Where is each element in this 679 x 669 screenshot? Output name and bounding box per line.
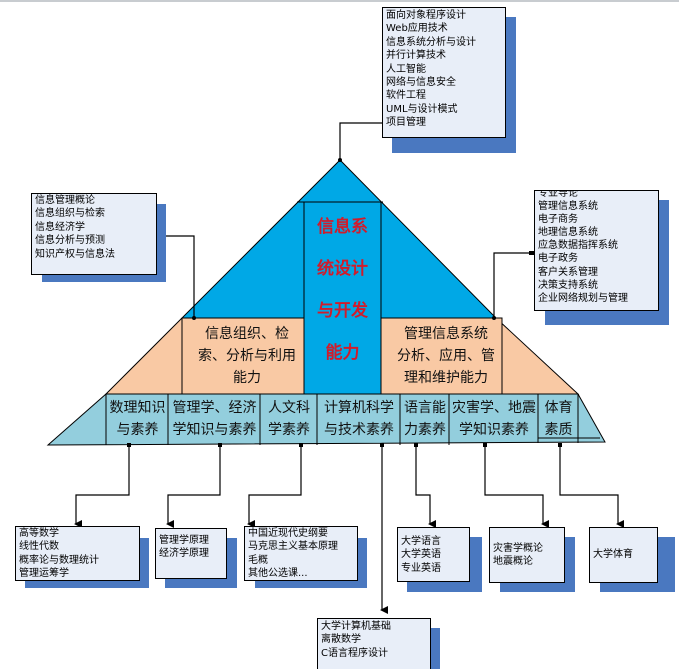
- course-box-right: 专业导论 管理信息系统 电子商务 地理信息系统 应急数据指挥系统 电子政务 客户…: [534, 190, 659, 311]
- core-line: 与开发: [317, 301, 368, 321]
- course-item: 网络与信息安全: [386, 77, 456, 89]
- connector-left: [157, 235, 195, 318]
- course-item: 大学英语: [401, 549, 441, 561]
- course-item: 并行计算技术: [386, 50, 446, 62]
- label-line: 与素养: [116, 422, 159, 438]
- course-item: 信息分析与预测: [35, 235, 105, 247]
- course-item: 企业网络规划与管理: [538, 292, 628, 304]
- base-label-language: 语言能 力素养: [401, 397, 449, 441]
- course-item: 管理运筹学: [19, 568, 69, 580]
- course-item: 信息经济学: [35, 221, 85, 233]
- label-line: 分析、应用、管: [397, 348, 495, 364]
- label-line: 理和维护能力: [404, 370, 488, 386]
- course-item: 管理学原理: [159, 535, 209, 546]
- course-item: 地震概论: [493, 556, 533, 568]
- core-title: 信息系 统设计 与开发 能力: [304, 206, 381, 374]
- connector-right: [493, 252, 531, 318]
- base-dividers: [105, 394, 600, 445]
- connector-math: [74, 445, 130, 528]
- label-line: 语言能: [404, 400, 446, 416]
- middle-label-mis: 管理信息系统 分析、应用、管 理和维护能力: [392, 323, 500, 389]
- course-item: 信息管理概论: [35, 195, 95, 206]
- label-line: 计算机科学: [324, 400, 394, 416]
- middle-box-mis: [380, 317, 503, 395]
- connector-disaster: [484, 445, 549, 528]
- core-line: 信息系: [317, 217, 368, 237]
- course-item: 高等数学: [19, 528, 59, 539]
- course-box-top: 面向对象程序设计 Web应用技术 信息系统分析与设计 并行计算技术 人工智能 网…: [382, 7, 506, 138]
- connector-top: [339, 122, 382, 160]
- label-line: 索、分析与利用: [198, 348, 296, 364]
- course-box-left: 信息管理概论 信息组织与检索 信息经济学 信息分析与预测 知识产权与信息法: [31, 193, 157, 275]
- label-line: 学知识与素养: [172, 422, 257, 438]
- core-line: 统设计: [317, 259, 368, 279]
- label-line: 灾害学、地震: [452, 400, 536, 416]
- label-line: 学知识素养: [459, 422, 529, 438]
- core-line: 能力: [325, 343, 360, 363]
- course-item: Web应用技术: [386, 23, 448, 35]
- course-item: 面向对象程序设计: [386, 10, 466, 21]
- label-line: 能力: [233, 370, 261, 386]
- connector-pe: [559, 445, 624, 528]
- top-border: [0, 0, 679, 2]
- course-item: 管理信息系统: [538, 201, 598, 213]
- base-label-math: 数理知识 与素养: [107, 397, 168, 441]
- course-item: 电子商务: [538, 214, 578, 226]
- course-item: 应急数据指挥系统: [538, 240, 618, 252]
- course-item: 中国近现代史纲要: [248, 528, 328, 539]
- core-column: [303, 201, 382, 395]
- middle-label-info-org: 信息组织、检 索、分析与利用 能力: [190, 323, 304, 389]
- course-item: 大学计算机基础: [321, 621, 391, 632]
- course-box-math: 高等数学 线性代数 概率论与数理统计 管理运筹学: [15, 526, 140, 581]
- connector-humanities: [247, 445, 302, 528]
- course-item: 客户关系管理: [538, 266, 598, 278]
- course-item: 人工智能: [386, 63, 426, 75]
- course-box-pe: 大学体育: [589, 527, 658, 583]
- course-box-humanities: 中国近现代史纲要 马克思主义基本原理 毛概 其他公选课...: [244, 526, 358, 581]
- course-box-mgmt-econ: 管理学原理 经济学原理: [155, 528, 227, 579]
- course-item: C语言程序设计: [321, 647, 388, 659]
- course-item: 专业英语: [401, 562, 441, 574]
- course-item: 项目管理: [386, 117, 426, 129]
- course-item: 电子政务: [538, 253, 578, 265]
- course-box-language: 大学语言 大学英语 专业英语: [397, 527, 470, 582]
- base-label-humanities: 人文科 学素养: [261, 397, 317, 441]
- base-label-mgmt-econ: 管理学、经济 学知识与素养: [169, 397, 260, 441]
- label-line: 人文科: [268, 400, 310, 416]
- course-item: 马克思主义基本原理: [248, 541, 338, 553]
- course-item: 毛概: [248, 554, 268, 566]
- course-item: 线性代数: [19, 541, 59, 553]
- label-line: 力素养: [404, 422, 446, 438]
- label-line: 数理知识: [109, 400, 166, 416]
- label-line: 体育: [544, 400, 573, 416]
- course-item: UML与设计模式: [386, 103, 458, 115]
- course-item: 大学体育: [593, 549, 633, 560]
- label-line: 管理信息系统: [404, 326, 488, 342]
- course-item: 知识产权与信息法: [35, 248, 115, 260]
- connector-language: [415, 445, 436, 528]
- label-line: 学素养: [268, 422, 310, 438]
- course-item: 决策支持系统: [538, 279, 598, 291]
- connector-mgmt-econ: [166, 445, 221, 528]
- label-line: 与技术素养: [324, 422, 394, 438]
- course-item: 离散数学: [321, 634, 361, 646]
- course-item: 信息组织与检索: [35, 208, 105, 220]
- course-box-disaster: 灾害学概论 地震概论: [489, 527, 565, 583]
- course-item: 信息系统分析与设计: [386, 36, 476, 48]
- label-line: 管理学、经济: [172, 400, 257, 416]
- course-item: 概率论与数理统计: [19, 554, 99, 566]
- course-item: 其他公选课...: [248, 568, 308, 580]
- course-item: 经济学原理: [159, 548, 209, 560]
- course-item: 大学语言: [401, 536, 441, 547]
- course-item: 灾害学概论: [493, 543, 543, 554]
- course-box-cs: 大学计算机基础 离散数学 C语言程序设计: [317, 618, 431, 669]
- base-label-cs: 计算机科学 与技术素养: [318, 397, 400, 441]
- base-label-pe: 体育 素质: [539, 397, 578, 441]
- label-line: 信息组织、检: [205, 326, 289, 342]
- label-line: 素质: [544, 422, 573, 438]
- course-item: 软件工程: [386, 90, 426, 102]
- base-label-disaster: 灾害学、地震 学知识素养: [450, 397, 538, 441]
- course-item: 地理信息系统: [538, 227, 598, 239]
- course-item: 专业导论: [538, 190, 578, 199]
